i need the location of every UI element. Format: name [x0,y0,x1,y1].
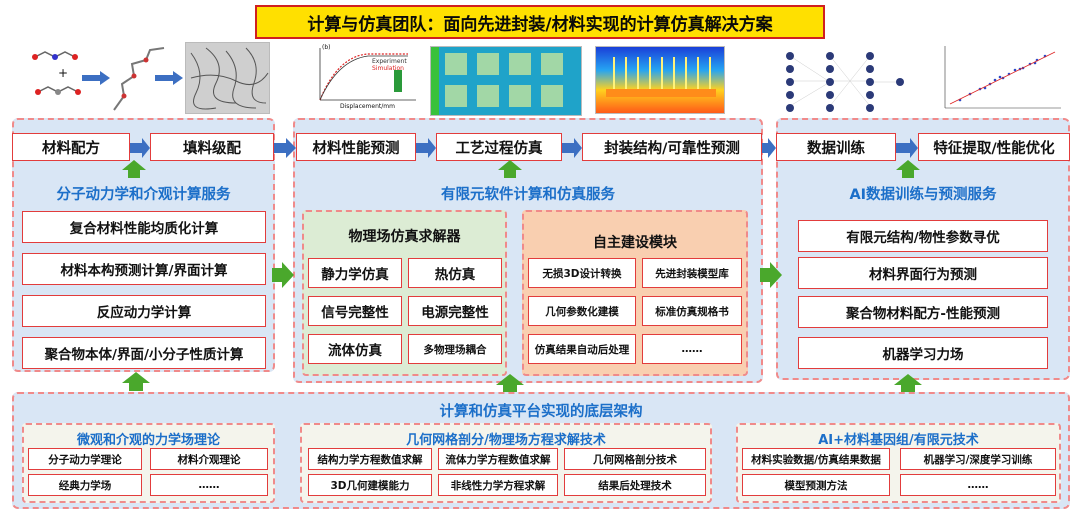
bottom-item: …… [150,474,268,496]
left-item: 复合材料性能均质化计算 [22,211,266,243]
left-item: 材料本构预测计算/界面计算 [22,253,266,285]
bottom-item: 材料介观理论 [150,448,268,470]
custom-item: 标准仿真规格书 [642,296,742,326]
right-item: 材料界面行为预测 [798,257,1048,289]
solver-item: 电源完整性 [408,296,502,326]
force-displacement-plot: (b) Experiment Simulation Displacement/m… [298,42,420,114]
custom-item: 几何参数化建模 [528,296,636,326]
md-box-illustration [185,42,270,114]
custom-item: 无损3D设计转换 [528,258,636,288]
right-item: 机器学习力场 [798,337,1048,369]
solver-item: 多物理场耦合 [408,334,502,364]
solver-item: 静力学仿真 [308,258,402,288]
bottom-item: …… [900,474,1056,496]
bottom-group-title: AI+材料基因组/有限元技术 [818,433,979,448]
flow-arrow-icon [762,138,776,158]
page-title: 计算与仿真团队：面向先进封装/材料实现的计算仿真解决方案 [255,5,825,39]
thermal-simulation-image [595,46,725,114]
flow-step-package-reliability: 封装结构/可靠性预测 [582,133,762,161]
solver-item: 信号完整性 [308,296,402,326]
left-item: 反应动力学计算 [22,295,266,327]
left-item: 聚合物本体/界面/小分子性质计算 [22,337,266,369]
left-panel-title: 分子动力学和介观计算服务 [56,187,231,203]
right-panel-title: AI数据训练与预测服务 [849,187,997,203]
right-item: 有限元结构/物性参数寻优 [798,220,1048,252]
arrow-right-icon [155,70,183,89]
bottom-item: 分子动力学理论 [28,448,142,470]
custom-item: 仿真结果自动后处理 [528,334,636,364]
flow-step-feature-optimization: 特征提取/性能优化 [918,133,1070,161]
svg-text:+: + [58,66,68,80]
bottom-item: 材料实验数据/仿真结果数据 [742,448,890,470]
flow-step-filler-grading: 填料级配 [150,133,274,161]
mesh-simulation-image [430,46,582,116]
right-item: 聚合物材料配方-性能预测 [798,296,1048,328]
custom-item: …… [642,334,742,364]
flow-arrow-icon [562,138,582,158]
plot-legend-simulation: Simulation [372,65,404,72]
flow-arrow-icon [274,138,296,158]
flow-arrow-icon [896,138,918,158]
flow-step-data-training: 数据训练 [776,133,896,161]
bottom-item: 结构力学方程数值求解 [308,448,432,470]
polymer-chain-illustration [112,44,172,114]
bottom-item: 3D几何建模能力 [308,474,432,496]
bottom-group-title: 几何网格剖分/物理场方程求解技术 [406,433,606,448]
flow-step-material-formula: 材料配方 [12,133,130,161]
bottom-item: 模型预测方法 [742,474,890,496]
solver-item: 流体仿真 [308,334,402,364]
flow-arrow-icon [130,138,150,158]
plot-legend-experiment: Experiment [372,58,407,65]
green-up-arrow-icons [122,160,920,178]
green-right-arrow-icons [272,262,782,288]
molecule-illustration: + [30,42,90,112]
flow-arrow-icon [416,138,436,158]
bottom-item: 机器学习/深度学习训练 [900,448,1056,470]
arrow-right-icon [82,70,110,89]
bottom-panel-title: 计算和仿真平台实现的底层架构 [439,404,643,420]
bottom-item: 非线性力学方程求解 [438,474,558,496]
bottom-item: 经典力学场 [28,474,142,496]
prediction-scatter-plot [935,42,1065,114]
flow-arrows [130,138,918,158]
bottom-item: 流体力学方程数值求解 [438,448,558,470]
solver-item: 热仿真 [408,258,502,288]
neural-network-illustration [780,46,910,118]
flow-step-performance-prediction: 材料性能预测 [296,133,416,161]
bottom-item: 结果后处理技术 [564,474,706,496]
flow-step-process-simulation: 工艺过程仿真 [436,133,562,161]
custom-item: 先进封装模型库 [642,258,742,288]
plot-panel-label: (b) [322,44,331,51]
bottom-item: 几何网格剖分技术 [564,448,706,470]
solver-subpanel-title: 物理场仿真求解器 [348,229,461,245]
bottom-up-arrow-icons [122,372,922,392]
custom-subpanel-title: 自主建设模块 [593,235,677,251]
bottom-group-title: 微观和介观的力学场理论 [76,433,220,448]
middle-panel-title: 有限元软件计算和仿真服务 [441,187,615,203]
plot-x-axis-label: Displacement/mm [340,103,395,110]
